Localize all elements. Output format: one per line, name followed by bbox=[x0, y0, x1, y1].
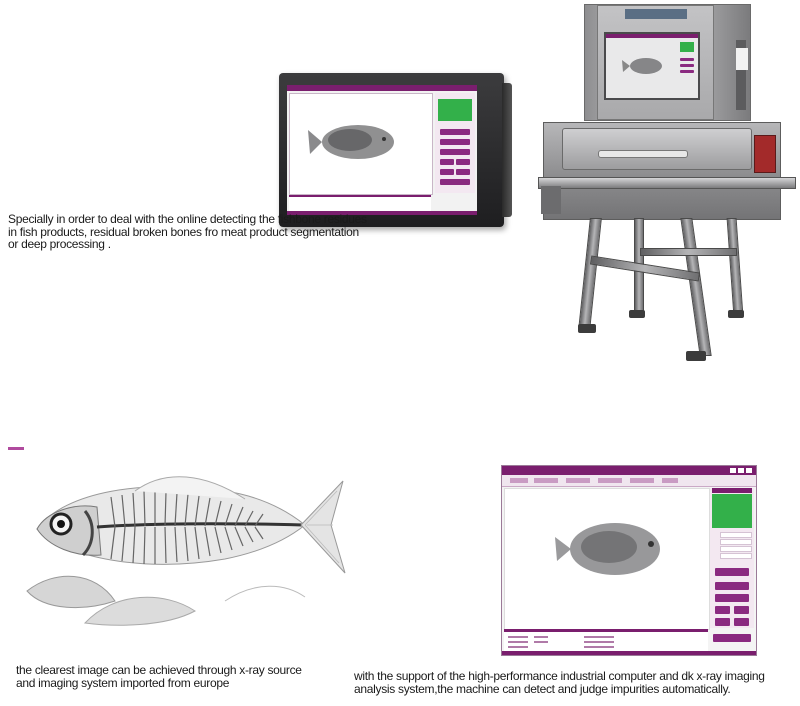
value-field bbox=[720, 539, 752, 545]
screen-title-bar bbox=[287, 85, 477, 91]
monitor-photo bbox=[279, 73, 512, 227]
log-row bbox=[534, 636, 548, 638]
side-button-5[interactable] bbox=[456, 159, 470, 165]
minimize-icon[interactable] bbox=[730, 468, 736, 473]
screen-side-panel bbox=[435, 93, 475, 193]
toolbar-button[interactable] bbox=[662, 478, 678, 483]
toolbar-button[interactable] bbox=[566, 478, 590, 483]
warning-label bbox=[736, 48, 748, 70]
panel-button[interactable] bbox=[715, 618, 730, 626]
panel-button[interactable] bbox=[715, 568, 749, 576]
log-row bbox=[584, 646, 614, 648]
toolbar-button[interactable] bbox=[534, 478, 558, 483]
panel-button[interactable] bbox=[734, 618, 749, 626]
control-panel bbox=[754, 135, 776, 173]
section-marker bbox=[8, 447, 24, 450]
panel-button[interactable] bbox=[715, 606, 730, 614]
side-button-1[interactable] bbox=[440, 129, 470, 135]
screen-log-area bbox=[289, 195, 431, 211]
conveyor-belt bbox=[538, 177, 796, 189]
caption-bottom-right: with the support of the high-performance… bbox=[354, 669, 765, 696]
fish-skeleton-icon bbox=[26, 476, 346, 626]
close-icon[interactable] bbox=[746, 468, 752, 473]
log-row bbox=[508, 641, 528, 643]
side-button-6[interactable] bbox=[440, 169, 454, 175]
value-field bbox=[720, 546, 752, 552]
panel-button-wide[interactable] bbox=[713, 634, 751, 642]
caption-top: Specially in order to deal with the onli… bbox=[8, 212, 367, 251]
machine-lid bbox=[562, 128, 752, 170]
software-screenshot bbox=[501, 465, 757, 656]
machine-screen-button-3[interactable] bbox=[680, 70, 694, 73]
value-field bbox=[720, 532, 752, 538]
conveyor-tunnel bbox=[541, 186, 561, 214]
fish-xray-icon bbox=[308, 125, 394, 159]
stand-foot bbox=[578, 324, 596, 333]
caption-bottom-left: the clearest image can be achieved throu… bbox=[16, 663, 302, 690]
image-view bbox=[504, 488, 710, 630]
fish-xray-image bbox=[25, 451, 354, 626]
stand-crossbar bbox=[589, 255, 701, 282]
stand-leg-front-right bbox=[680, 218, 712, 356]
log-row bbox=[584, 636, 614, 638]
app-toolbar bbox=[502, 475, 756, 487]
log-row bbox=[584, 641, 614, 643]
toolbar-button[interactable] bbox=[630, 478, 654, 483]
machine-side-vent bbox=[736, 40, 746, 110]
side-button-2[interactable] bbox=[440, 139, 470, 145]
panel-button[interactable] bbox=[715, 594, 749, 602]
panel-button[interactable] bbox=[715, 582, 749, 590]
toolbar-button[interactable] bbox=[510, 478, 528, 483]
status-indicator bbox=[438, 99, 472, 121]
stand-leg-front-left bbox=[578, 218, 602, 330]
monitor-side bbox=[502, 83, 512, 217]
machine-screen-title bbox=[606, 34, 698, 38]
machine-nameplate bbox=[625, 9, 687, 19]
status-indicator bbox=[712, 494, 752, 528]
stand-leg-back-right bbox=[726, 218, 744, 316]
side-button-8[interactable] bbox=[440, 179, 470, 185]
panel-button[interactable] bbox=[734, 606, 749, 614]
log-table bbox=[504, 629, 708, 652]
stand-foot bbox=[686, 351, 706, 361]
machine-screen-button-2[interactable] bbox=[680, 64, 694, 67]
toolbar-button[interactable] bbox=[598, 478, 622, 483]
stand-foot bbox=[728, 310, 744, 318]
machine-status-indicator bbox=[680, 42, 694, 52]
control-panel-right bbox=[710, 488, 754, 628]
log-row bbox=[534, 641, 548, 643]
screen-image-area bbox=[289, 93, 433, 195]
stand-crossbar-back bbox=[640, 248, 737, 256]
log-row bbox=[508, 636, 528, 638]
side-button-7[interactable] bbox=[456, 169, 470, 175]
machine-screen-button-1[interactable] bbox=[680, 58, 694, 61]
log-row bbox=[508, 646, 528, 648]
side-button-3[interactable] bbox=[440, 149, 470, 155]
app-status-bar bbox=[502, 651, 756, 655]
panel-header bbox=[712, 488, 752, 493]
value-field bbox=[720, 553, 752, 559]
machine-screen bbox=[604, 32, 700, 100]
fish-xray-icon bbox=[555, 523, 660, 575]
maximize-icon[interactable] bbox=[738, 468, 744, 473]
stand-foot bbox=[629, 310, 645, 318]
screen-status-bar bbox=[287, 211, 477, 215]
monitor-screen bbox=[287, 85, 477, 215]
fish-xray-icon bbox=[622, 58, 662, 74]
lid-handle[interactable] bbox=[598, 150, 688, 158]
side-button-4[interactable] bbox=[440, 159, 454, 165]
app-title-bar bbox=[502, 466, 756, 475]
